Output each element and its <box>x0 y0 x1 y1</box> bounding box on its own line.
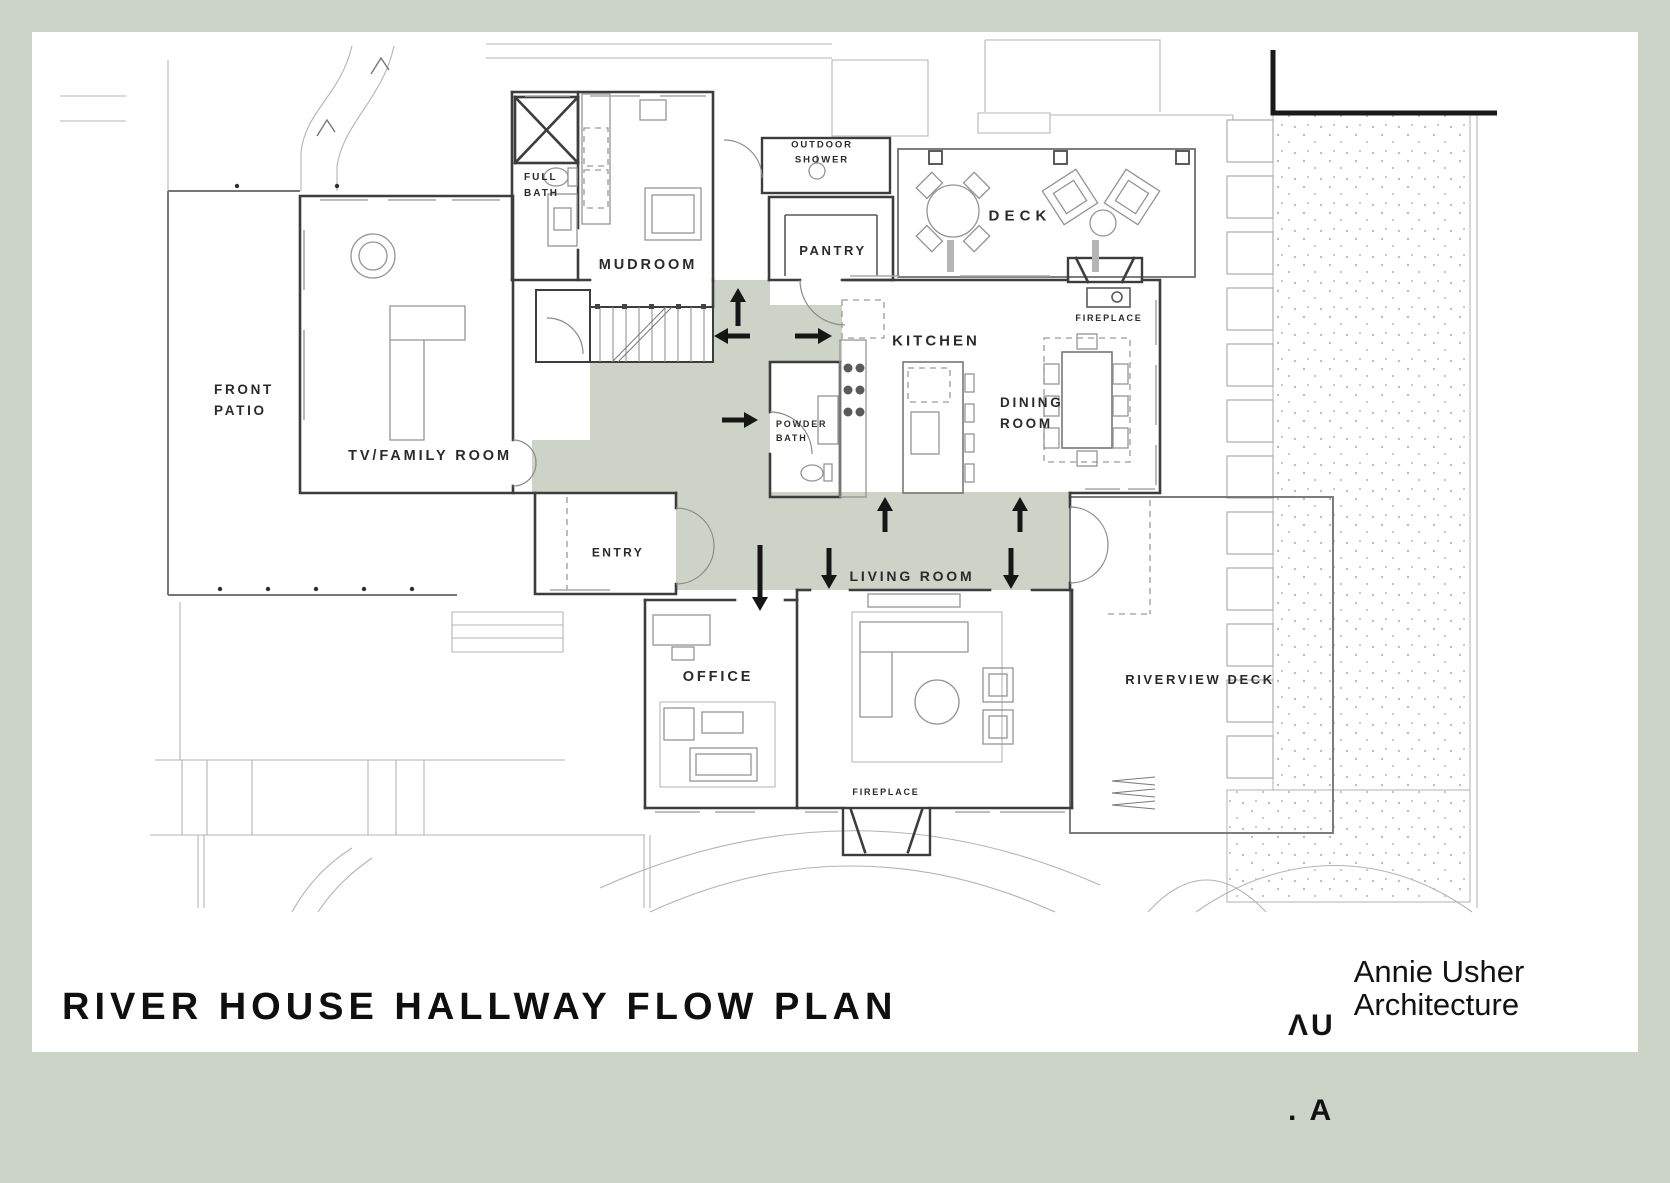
stair-rail-posts <box>595 304 706 309</box>
screenshot-root: { "page": { "title": "RIVER HOUSE HALLWA… <box>32 32 1638 1126</box>
label-tv-family-room: TV/FAMILY ROOM <box>348 447 512 464</box>
label-dining-room: DINING ROOM <box>1000 395 1064 431</box>
label-living-room: LIVING ROOM <box>849 568 975 585</box>
label-kitchen: KITCHEN <box>892 332 980 350</box>
brand-mark-top: ΛU <box>1288 1009 1336 1043</box>
label-mudroom: MUDROOM <box>598 256 698 273</box>
hallway-flow-highlight <box>532 280 1070 590</box>
label-pantry: PANTRY <box>799 242 867 258</box>
dashed-lines <box>566 127 1151 615</box>
label-outdoor-shower: OUTDOOR SHOWER <box>791 139 853 165</box>
cooktop-burners <box>843 363 865 417</box>
label-deck: DECK <box>988 207 1052 225</box>
label-fireplace-living: FIREPLACE <box>852 787 920 798</box>
label-office: OFFICE <box>682 668 754 685</box>
label-front-patio: FRONT PATIO <box>214 382 274 418</box>
deck-outlines <box>897 148 1334 834</box>
label-fireplace-kitchen: FIREPLACE <box>1075 313 1143 324</box>
flow-arrows <box>714 288 1028 611</box>
fence-dots <box>217 183 415 592</box>
deck-posts <box>928 150 1190 165</box>
furniture <box>350 93 1161 810</box>
label-full-bath: FULL BATH <box>524 172 560 199</box>
front-patio-walls <box>167 190 457 596</box>
brand-mark-bottom: . A <box>1288 1093 1335 1127</box>
gravel-path <box>1226 114 1471 903</box>
door-arcs <box>512 139 1109 585</box>
label-powder-bath: POWDER BATH <box>776 419 828 443</box>
brand-name: Annie Usher Architecture <box>1353 954 1525 1182</box>
deck-columns <box>947 240 1099 272</box>
stairs <box>599 306 705 363</box>
property-corner-mark <box>1270 50 1497 116</box>
label-riverview-deck: RIVERVIEW DECK <box>1125 671 1275 687</box>
brand-block: ΛU . A Annie Usher Architecture <box>1288 954 1525 1182</box>
driveway-arrows <box>316 56 390 137</box>
window-marks <box>303 95 1157 813</box>
inner-walls <box>784 214 1131 308</box>
brand-logo-mark: ΛU . A <box>1288 956 1336 1182</box>
label-entry: ENTRY <box>591 545 645 560</box>
boardwalk-steps <box>1226 119 1274 779</box>
brand-name-top: Annie Usher <box>1353 954 1525 989</box>
sheet-title: RIVER HOUSE HALLWAY FLOW PLAN <box>62 986 898 1028</box>
floor-plan-drawing <box>60 39 1497 913</box>
walls <box>298 90 1162 857</box>
brand-name-bottom: Architecture <box>1353 986 1520 1022</box>
